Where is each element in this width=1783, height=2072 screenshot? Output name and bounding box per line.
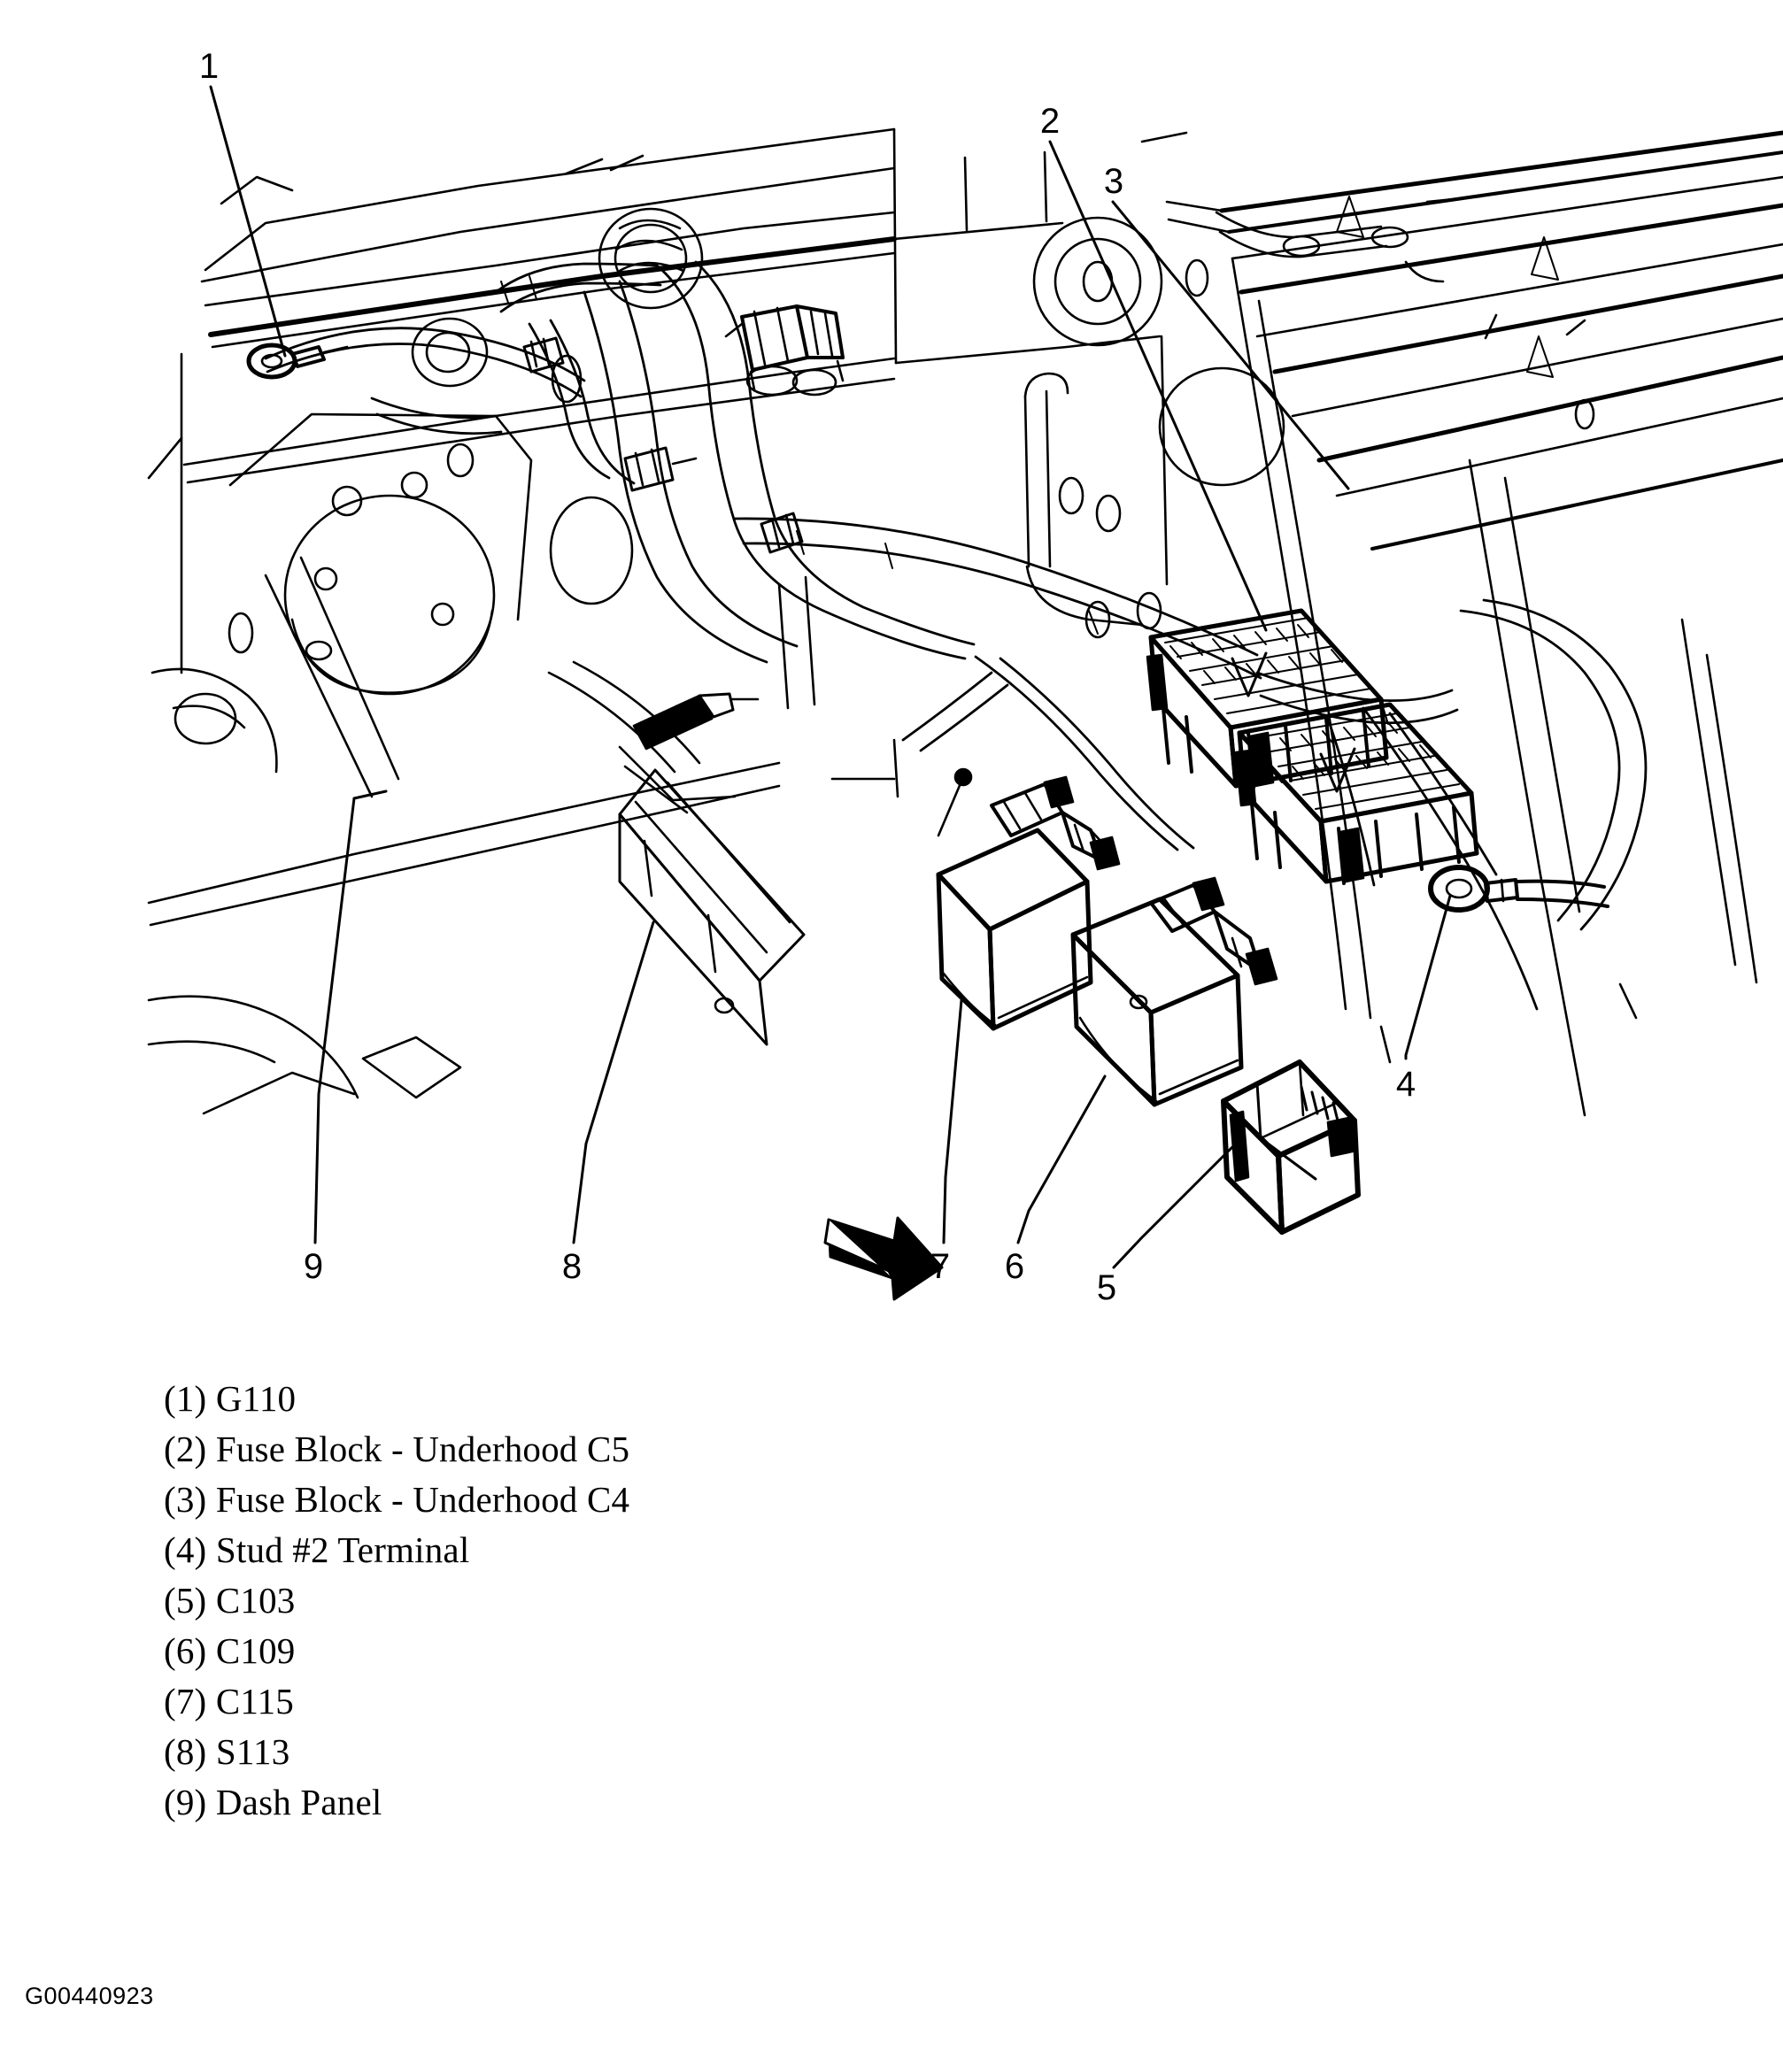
leader-9 bbox=[313, 797, 356, 1244]
callout-number-9: 9 bbox=[304, 1247, 323, 1286]
leader-6 bbox=[1016, 1075, 1107, 1244]
legend-item-9: (9) Dash Panel bbox=[164, 1782, 382, 1822]
callout-leaders bbox=[209, 85, 1452, 1269]
legend-item-7: (7) C115 bbox=[164, 1681, 294, 1722]
hood-ledge-rail bbox=[1165, 130, 1783, 551]
callout-number-7: 7 bbox=[930, 1247, 950, 1286]
dash-panel-embossed-holes bbox=[228, 317, 634, 696]
c109-connector bbox=[1070, 876, 1278, 1107]
g110-ring-terminal bbox=[246, 343, 349, 380]
structure-seams bbox=[547, 575, 973, 837]
callout-number-1: 1 bbox=[199, 47, 219, 86]
harness-tape-marks bbox=[500, 275, 1389, 725]
leader-1 bbox=[209, 85, 287, 358]
inline-connector-left bbox=[522, 336, 565, 374]
callout-number-4: 4 bbox=[1396, 1065, 1416, 1104]
leader-9-hook bbox=[352, 790, 388, 800]
leader-2 bbox=[1048, 140, 1268, 632]
stud-2-terminal bbox=[1428, 865, 1609, 913]
callout-number-6: 6 bbox=[1005, 1247, 1024, 1286]
c115-connector bbox=[936, 775, 1121, 1031]
wheelhouse-contour bbox=[147, 667, 462, 1115]
s113-splice-channel bbox=[618, 692, 806, 1046]
harness-grommet bbox=[598, 207, 704, 310]
fuse-block-connector-c4 bbox=[1234, 702, 1479, 885]
legend-item-1: (1) G110 bbox=[164, 1378, 297, 1419]
engine-compartment-diagram: 1 2 3 4 5 6 7 8 9 bbox=[0, 0, 1783, 1328]
dash-panel-structure bbox=[147, 127, 1188, 927]
forward-direction-arrow bbox=[823, 1216, 944, 1301]
callout-number-5: 5 bbox=[1097, 1268, 1116, 1307]
legend-item-5: (5) C103 bbox=[164, 1580, 296, 1621]
leader-7 bbox=[942, 998, 963, 1244]
callout-number-8: 8 bbox=[562, 1247, 582, 1286]
leader-4 bbox=[1404, 894, 1452, 1060]
legend-item-4: (4) Stud #2 Terminal bbox=[164, 1529, 470, 1570]
callout-number-2: 2 bbox=[1040, 102, 1060, 141]
legend-item-6: (6) C109 bbox=[164, 1630, 296, 1671]
legend-list: (1) G110 (2) Fuse Block - Underhood C5 (… bbox=[164, 1374, 1315, 1828]
inline-connector-lower bbox=[760, 512, 804, 554]
leader-5 bbox=[1112, 1140, 1239, 1269]
c103-connector bbox=[1221, 1059, 1361, 1235]
inline-connector-mid bbox=[623, 446, 698, 492]
callout-number-group: 1 2 3 4 5 6 7 8 9 bbox=[199, 47, 1416, 1307]
legend-item-2: (2) Fuse Block - Underhood C5 bbox=[164, 1429, 630, 1469]
figure-id-code: G00440923 bbox=[25, 1983, 154, 2009]
leader-8 bbox=[572, 920, 655, 1244]
callout-number-3: 3 bbox=[1104, 162, 1123, 201]
fuse-block-connector-c5 bbox=[1146, 608, 1389, 790]
legend-item-3: (3) Fuse Block - Underhood C4 bbox=[164, 1479, 630, 1520]
legend-item-8: (8) S113 bbox=[164, 1731, 290, 1772]
wiring-harness bbox=[264, 260, 1648, 1011]
leader-3 bbox=[1111, 200, 1350, 490]
diagram-background bbox=[0, 0, 1783, 1328]
firewall-panel bbox=[892, 127, 1285, 639]
relay-cluster bbox=[724, 304, 845, 397]
inner-fender-panel bbox=[1231, 257, 1758, 1117]
